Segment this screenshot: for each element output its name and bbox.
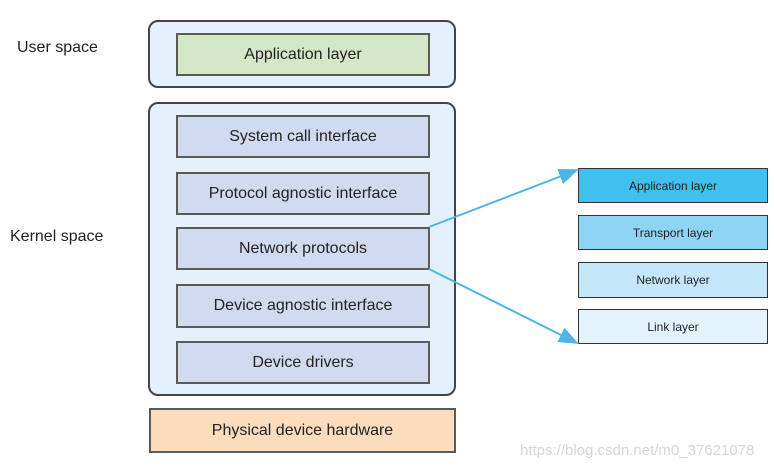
physical-hardware-box: Physical device hardware <box>149 408 456 453</box>
arrow-to-link <box>428 268 579 344</box>
network-protocols-box: Network protocols <box>176 227 430 270</box>
protocol-agnostic-interface-box: Protocol agnostic interface <box>176 172 430 215</box>
stack-application-layer: Application layer <box>578 168 768 203</box>
user-space-label: User space <box>17 39 98 56</box>
device-agnostic-interface-box: Device agnostic interface <box>176 284 430 328</box>
device-drivers-box: Device drivers <box>176 341 430 384</box>
stack-network-layer: Network layer <box>578 262 768 298</box>
system-call-interface-box: System call interface <box>176 115 430 158</box>
stack-link-layer: Link layer <box>578 309 768 344</box>
application-layer-box: Application layer <box>176 33 430 76</box>
watermark: https://blog.csdn.net/m0_37621078 <box>520 442 755 459</box>
stack-transport-layer: Transport layer <box>578 215 768 250</box>
kernel-space-label: Kernel space <box>10 228 104 245</box>
arrow-to-application <box>428 169 579 228</box>
